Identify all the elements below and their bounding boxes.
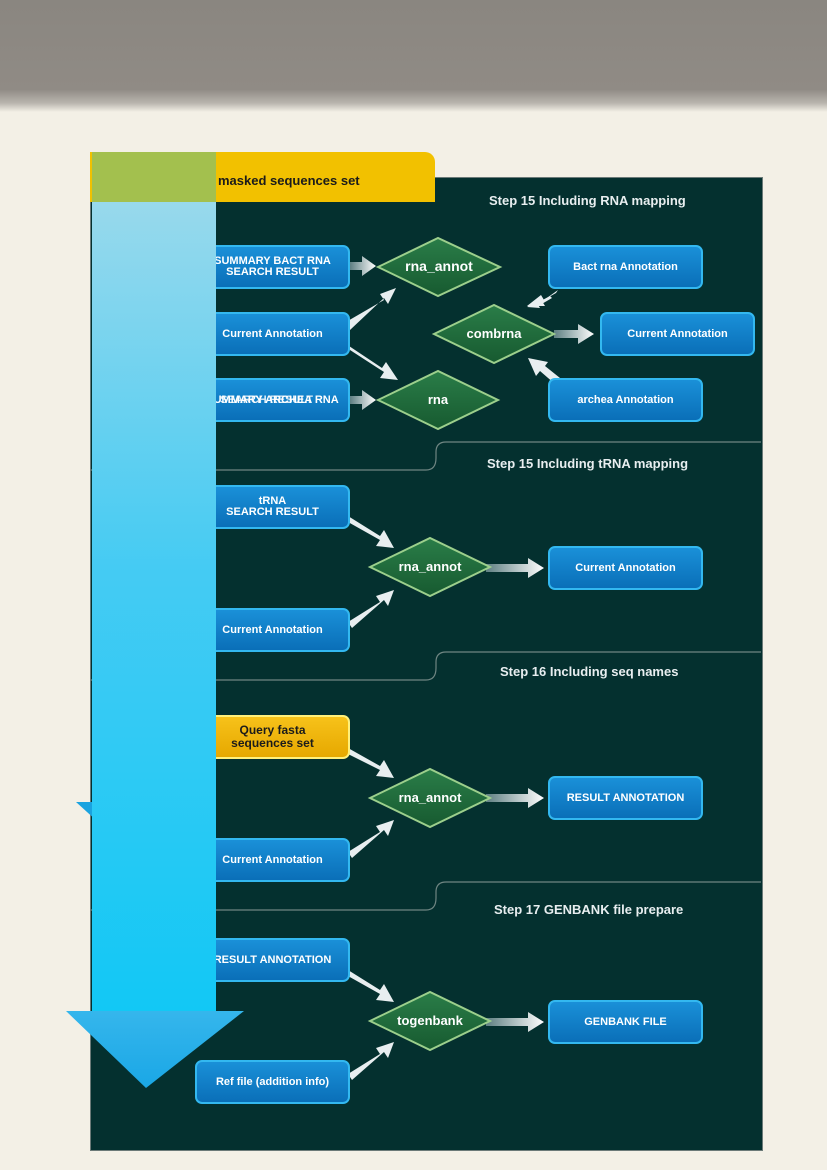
bact-rna-annotation-box: Bact rna Annotation: [548, 245, 703, 289]
flow-arrow-head: [66, 1011, 244, 1088]
result-annotation-input: RESULT ANNOTATION: [195, 938, 350, 982]
diamond-label-rna-annot-2: rna_annot: [398, 559, 462, 574]
step-title-genbank: Step 17 GENBANK file prepare: [494, 902, 684, 917]
process-diamonds: [367, 236, 557, 1052]
tab-label: masked sequences set: [218, 173, 360, 188]
archea-annotation-box: archea Annotation: [548, 378, 703, 422]
bact-summary-line-1: SUMMARY BACT RNA: [214, 255, 331, 267]
ref-file-box: Ref file (addition info): [195, 1060, 350, 1104]
diamond-togenbank: [367, 990, 493, 1052]
current-annotation-box-3: Current Annotation: [195, 838, 350, 882]
current-annotation-output-1: Current Annotation: [600, 312, 755, 356]
step-title-trna: Step 15 Including tRNA mapping: [487, 456, 689, 471]
bact-summary-line-2: SEARCH RESULT: [226, 266, 319, 278]
genbank-file-output: GENBANK FILE: [548, 1000, 703, 1044]
flow-arrow-top-cap: [92, 152, 216, 202]
result-annotation-output: RESULT ANNOTATION: [548, 776, 703, 820]
trna-line-2: SEARCH RESULT: [226, 506, 319, 518]
flow-arrow-shaft: [92, 202, 216, 1012]
diamond-label-rna: rna: [427, 392, 449, 407]
step-title-rna: Step 15 Including RNA mapping: [489, 193, 686, 208]
diamond-combrna: [431, 303, 557, 365]
flow-arrows: [346, 256, 594, 1080]
diamond-rna-annot-3: [367, 767, 493, 829]
diamond-rna-annot-1: [375, 236, 503, 298]
diamond-rna: [375, 369, 501, 431]
trna-line-1: tRNA: [258, 495, 287, 507]
separator-seqnames: [90, 651, 761, 681]
diamond-label-rna-annot-3: rna_annot: [398, 790, 462, 805]
archea-summary-line: SUMMARY ARCHEA RNA: [206, 393, 339, 406]
diamond-label-rna-annot-1: rna_annot: [405, 258, 473, 274]
query-line-1: Query fasta: [239, 723, 306, 737]
diamond-label-togenbank: togenbank: [397, 1013, 463, 1028]
step-title-seqnames: Step 16 Including seq names: [500, 664, 679, 679]
query-line-2: sequences set: [231, 736, 314, 750]
top-banner: [0, 0, 827, 112]
archea-rna-summary-box: SUMMARY ARCHEA RNA SEARCH RESULT: [195, 378, 350, 422]
separator-trna: [90, 441, 761, 471]
diamond-rna-annot-2: [367, 536, 493, 598]
diamond-label-combrna: combrna: [466, 326, 522, 341]
archea-summary-overlap: SEARCH RESULT: [220, 393, 313, 406]
current-annotation-box-2: Current Annotation: [195, 608, 350, 652]
current-annotation-box-1: Current Annotation: [195, 312, 350, 356]
current-annotation-output-2: Current Annotation: [548, 546, 703, 590]
separator-genbank: [90, 881, 761, 911]
